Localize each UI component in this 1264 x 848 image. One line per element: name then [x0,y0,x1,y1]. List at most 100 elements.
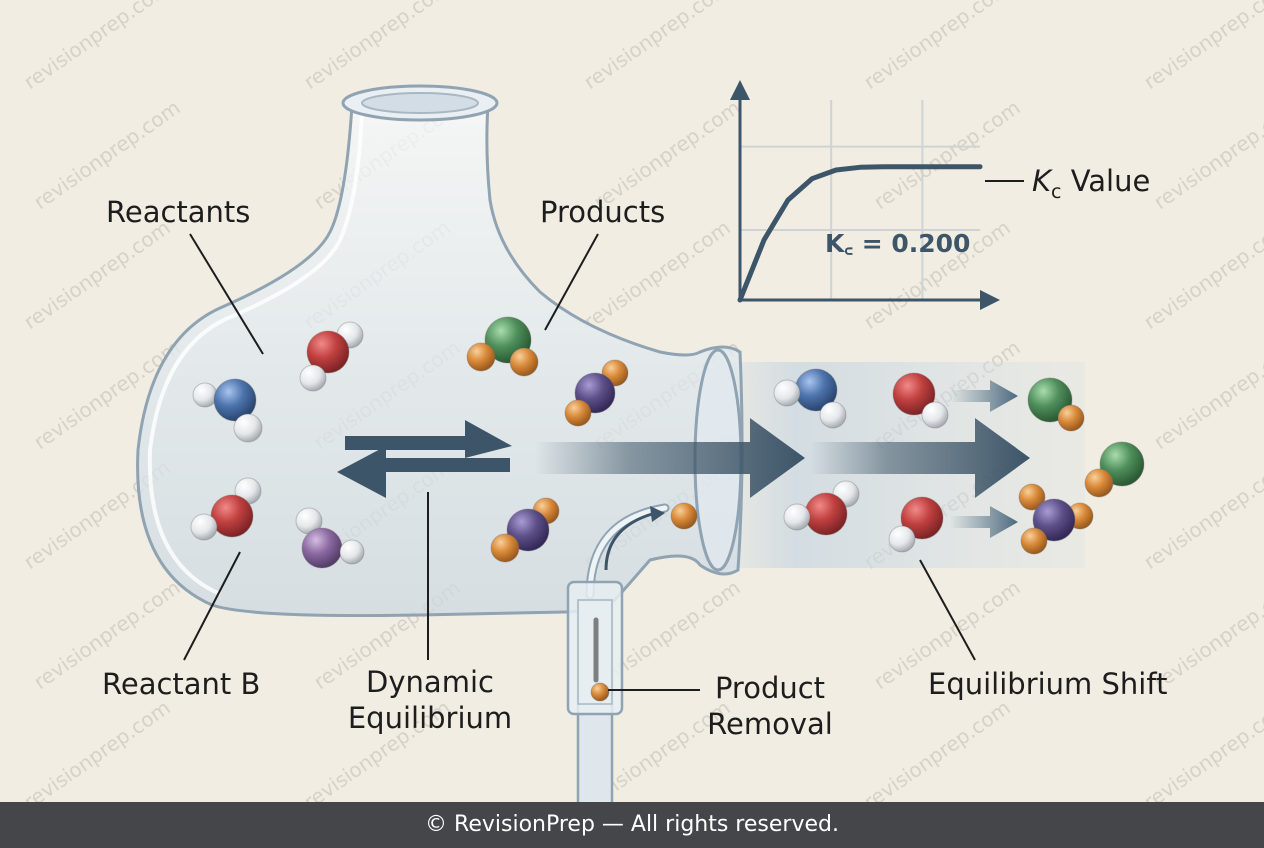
atom-white [299,364,327,392]
atom-orange [1018,483,1046,511]
collection-vessel-inner [577,599,613,705]
watermark-text: revisionprep.com [19,695,174,814]
molecule [783,480,860,536]
atom-white [773,379,801,407]
watermark-text: revisionprep.com [19,0,174,94]
molecule [892,372,949,429]
chart-x-axis-arrowhead [980,290,1000,310]
watermark-text: revisionprep.com [299,0,454,94]
atom-red [804,492,848,536]
molecule [773,368,847,429]
label-dynamic-equilibrium-line1: Dynamic [366,665,494,699]
shift-arrow-bottom [950,506,1018,538]
shift-arrow-top [950,380,1018,412]
atom-purple [1032,498,1076,542]
label-reactants: Reactants [106,195,251,229]
watermark-text: revisionprep.com [1139,0,1264,94]
kc-chart: K꜀ = 0.200 [730,80,1000,310]
label-reactant-b: Reactant B [102,667,261,701]
atom-orange [590,682,610,702]
molecule [1018,483,1094,555]
molecule [295,507,365,569]
molecule [190,477,262,541]
molecules [190,316,1145,702]
watermark-text: revisionprep.com [869,95,1024,214]
molecule [466,316,539,377]
leader-products [544,233,599,331]
label-product-removal: Product Removal [690,670,850,742]
label-products: Products [540,195,666,229]
atom-red [892,372,936,416]
watermark-text: revisionprep.com [1139,695,1264,814]
atom-white [783,503,811,531]
atom-orange [1020,527,1048,555]
copyright-footer: © RevisionPrep — All rights reserved. [0,802,1264,848]
chart-annotation-kc: K꜀ = 0.200 [825,229,970,258]
molecule [590,682,610,702]
reverse-arrow [337,446,510,498]
molecule [299,321,364,392]
atom-orange [670,502,698,530]
atom-red [306,330,350,374]
atom-red [210,494,254,538]
label-equilibrium-shift: Equilibrium Shift [928,667,1168,701]
reaction-flask [136,103,744,618]
molecule [888,496,944,553]
watermark-text: revisionprep.com [1139,215,1264,334]
atom-white [192,382,218,408]
kc-symbol: K [1032,164,1052,198]
watermark-text: revisionprep.com [579,0,734,94]
chart-series-line [737,164,983,303]
molecule [490,497,560,563]
atom-red [900,496,944,540]
forward-arrow [345,420,512,458]
flow-arrow [535,418,805,498]
atom-white [339,539,365,565]
molecule [564,359,629,427]
removal-tube-bend-inner [587,505,668,598]
watermark-text: revisionprep.com [19,215,174,334]
molecule [1027,377,1085,432]
removal-flow-arrowhead [650,506,665,522]
label-product-removal-line1: Product [714,671,826,705]
leader-reactant-b [183,551,241,661]
molecule [1084,441,1145,498]
flask-neck-opening [361,92,479,114]
shift-arrow [810,418,1030,498]
molecule [192,378,263,443]
atom-white [233,413,263,443]
atom-white [190,513,218,541]
flask-inner-edge [147,111,364,596]
atom-orange [490,533,520,563]
atom-orange [1057,404,1085,432]
atom-white [819,401,847,429]
watermark-text: revisionprep.com [859,695,1014,814]
label-kc-value: Kc Value [1032,163,1150,210]
leader-equilibrium-shift [919,559,976,661]
watermark-text: revisionprep.com [1149,335,1264,454]
removal-flow-arrow [604,512,653,571]
atom-blue [213,378,257,422]
atom-orange [564,399,592,427]
label-product-removal-line2: Removal [707,707,833,741]
chart-y-axis-arrowhead [730,80,750,100]
atom-violet [301,527,343,569]
watermark-text: revisionprep.com [1139,455,1264,574]
atom-white [921,401,949,429]
leader-reactants [189,233,264,355]
atom-orange [466,342,496,372]
atom-white [888,525,916,553]
watermark-text: revisionprep.com [579,215,734,334]
atom-purple [506,508,550,552]
atom-green [1099,441,1145,487]
label-dynamic-equilibrium: Dynamic Equilibrium [330,664,530,736]
atom-orange [1084,468,1114,498]
watermark-text: revisionprep.com [859,0,1014,94]
kc-value-text: Value [1070,164,1151,198]
atom-orange [509,347,539,377]
watermark-text: revisionprep.com [1149,95,1264,214]
kc-subscript: c [1051,180,1062,203]
molecule [670,502,698,530]
label-dynamic-equilibrium-line2: Equilibrium [347,701,513,735]
